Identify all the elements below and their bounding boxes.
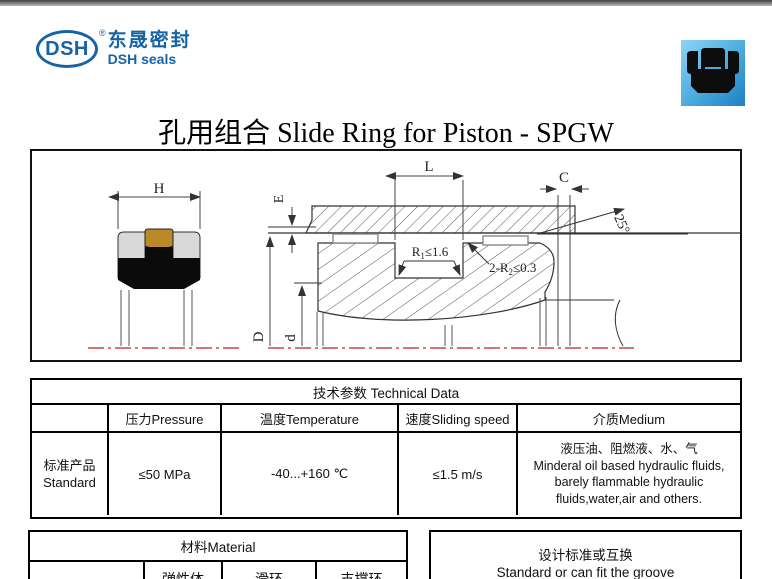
dim-label-L: L: [424, 159, 433, 175]
material-col-backup-ring: 支撑环: [340, 571, 383, 579]
label-r2: 2-R2≤0.3: [489, 260, 536, 277]
dim-label-C: C: [559, 170, 569, 186]
dsh-logo: DSH ® 东晟密封 DSH seals: [36, 28, 192, 68]
design-standard-box: 设计标准或互换 Standard or can fit the groove: [429, 530, 742, 579]
value-temperature: -40...+160 ℃: [222, 433, 399, 515]
design-standard-en: Standard or can fit the groove: [496, 565, 675, 579]
cylinder-wall: [305, 205, 576, 234]
technical-drawing: H R1≤1.6: [88, 159, 740, 349]
value-medium: 液压油、阻燃液、水、气 Minderal oil based hydraulic…: [518, 433, 740, 515]
dim-label-E: E: [272, 195, 287, 204]
l-dimension: [385, 172, 464, 240]
row-label-en: Standard: [43, 475, 96, 490]
rod-break-line: [614, 299, 624, 347]
material-col-elastomer: 弹性体: [145, 562, 223, 579]
dim-label-D: D: [251, 331, 267, 342]
seal-profile-icon: [687, 48, 739, 93]
chamfer-angle-lines: [536, 207, 688, 235]
technical-data-header-row: 压力Pressure 温度Temperature 速度Sliding speed…: [32, 405, 740, 433]
medium-line-en2: barely flammable hydraulic: [554, 475, 704, 489]
slide-ring: [144, 228, 174, 250]
material-header-row: 弹性体 滑环 支撑环: [30, 562, 406, 579]
material-table-title: 材料Material: [30, 532, 406, 562]
label-r1: R1≤1.6: [412, 244, 449, 261]
header-blank: [32, 405, 109, 431]
c-dimension: [540, 185, 589, 346]
elastomer-body: [118, 247, 200, 289]
header-medium: 介质Medium: [592, 411, 666, 427]
guide-ring-left: [332, 233, 379, 244]
material-col-slide-ring: 滑环: [223, 562, 317, 579]
piston-with-groove: [317, 242, 555, 321]
technical-drawing-box: H R1≤1.6: [30, 149, 742, 362]
dsh-logo-abbr: DSH: [45, 37, 89, 60]
registered-mark: ®: [99, 28, 106, 38]
groove-bottom-radii: [398, 260, 461, 276]
dim-label-d: d: [283, 334, 299, 342]
dim-label-H: H: [154, 181, 165, 197]
design-standard-cn: 设计标准或互换: [538, 548, 633, 563]
header-sliding-speed: 速度Sliding speed: [399, 405, 518, 431]
seal-extension-lines: [120, 290, 193, 346]
page-title: 孔用组合 Slide Ring for Piston - SPGW: [158, 118, 614, 149]
row-label-cn: 标准产品: [43, 458, 96, 473]
r2-leader: [467, 242, 490, 265]
product-thumbnail: [681, 40, 745, 106]
medium-line-cn: 液压油、阻燃液、水、气: [560, 442, 698, 456]
guide-ring-right: [482, 235, 529, 246]
header-temperature: 温度Temperature: [222, 405, 399, 431]
technical-data-title: 技术参数 Technical Data: [32, 380, 740, 405]
logo-english-name: DSH seals: [107, 51, 177, 67]
dsh-logo-oval: DSH: [36, 30, 98, 68]
technical-data-table: 技术参数 Technical Data 压力Pressure 温度Tempera…: [30, 378, 742, 519]
logo-chinese-name: 东晟密封: [107, 30, 192, 51]
material-table: 材料Material 弹性体 滑环 支撑环: [28, 530, 408, 579]
material-blank: [30, 562, 145, 579]
technical-data-row: 标准产品 Standard ≤50 MPa -40...+160 ℃ ≤1.5 …: [32, 433, 740, 515]
value-speed: ≤1.5 m/s: [399, 433, 518, 515]
header-pressure: 压力Pressure: [109, 405, 222, 431]
value-pressure: ≤50 MPa: [109, 433, 222, 515]
medium-line-en3: fluids,water,air and others.: [556, 491, 702, 506]
h-dimension: [108, 191, 201, 229]
window-top-edge: [0, 0, 772, 6]
medium-line-en1: Minderal oil based hydraulic fluids,: [533, 458, 725, 473]
row-label: 标准产品 Standard: [32, 433, 109, 515]
piston-extension-lines: [316, 297, 547, 346]
